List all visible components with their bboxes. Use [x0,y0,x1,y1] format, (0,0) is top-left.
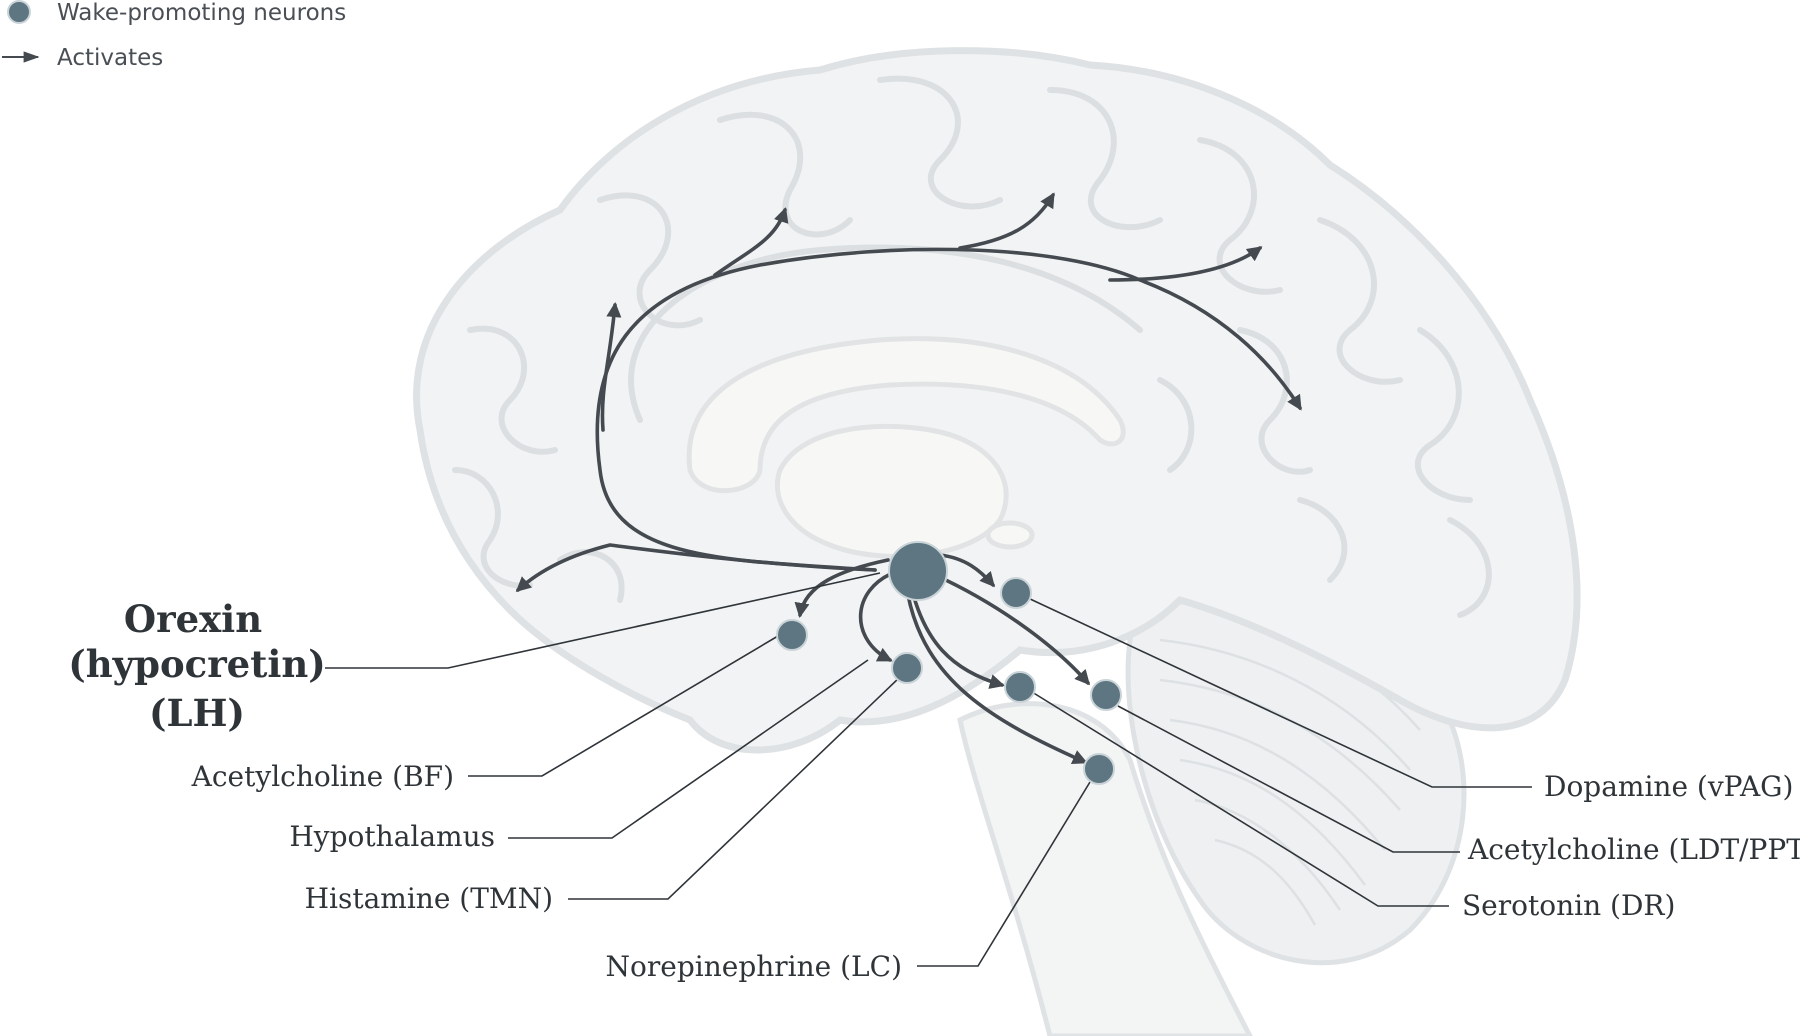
arrow-to-bf [794,558,890,618]
node-histamine-tmn [891,652,923,684]
node-dopamine-vpag [1000,577,1032,609]
label-acetylcholine-bf: Acetylcholine (BF) [191,760,454,793]
title-line-3: (LH) [149,691,245,735]
arrow-parietal-back [1108,246,1263,282]
label-hypothalamus: Hypothalamus [289,820,495,853]
leader-orexin [325,572,881,669]
arrow-frontal-top [713,207,789,277]
label-norepinephrine-lc: Norepinephrine (LC) [606,950,902,983]
arrow-frontal-low [515,543,877,593]
leader-histamine [568,676,901,900]
brainstem [957,701,1253,1036]
legend-neuron-icon [7,0,31,24]
leader-acetylcholine-bf [468,635,779,777]
brain-illustration [413,47,1581,1036]
label-dopamine-vpag: Dopamine (vPAG) [1544,770,1793,803]
leader-lines [325,572,1532,967]
leader-dopamine [1027,597,1532,788]
label-acetylcholine-ldt-ppt: Acetylcholine (LDT/PPT) [1467,833,1800,866]
legend-arrow-label: Activates [57,45,163,71]
thalamus [774,423,1009,559]
label-serotonin-dr: Serotonin (DR) [1462,889,1675,922]
arrow-frontal-high [600,301,622,432]
leader-norepinephrine [917,781,1091,967]
neuron-nodes [776,541,1122,785]
corpus-callosum [686,336,1126,494]
title-line-1: Orexin [124,597,262,641]
arrow-to-vpag [938,553,995,588]
arrow-parietal-top [958,192,1055,250]
arrow-to-hypothalamus [858,570,897,662]
arrow-to-lc [906,593,1088,765]
brain-gyri [452,75,1492,618]
legend: Wake-promoting neurons Activates [2,0,346,71]
arrow-to-ldt-ppt [933,573,1091,686]
nucleus-labels: Acetylcholine (BF) Hypothalamus Histamin… [191,760,1800,983]
arrow-to-dr [910,588,1005,689]
activation-arrows [515,192,1302,765]
node-acetylcholine-bf [776,619,808,651]
leader-acetylcholine-ldt [1117,705,1460,853]
node-serotonin-dr [1004,671,1036,703]
leader-hypothalamus [508,659,869,839]
arrow-cortex-back [595,247,1302,572]
orexin-title: Orexin (hypocretin) (LH) [68,597,326,735]
cerebrum [413,47,1581,754]
legend-neuron-label: Wake-promoting neurons [57,0,346,26]
label-histamine-tmn: Histamine (TMN) [305,882,553,915]
pineal-area [985,520,1035,550]
leader-serotonin [1031,691,1449,907]
title-line-2: (hypocretin) [68,642,326,686]
node-acetylcholine-ldt-ppt [1090,679,1122,711]
node-norepinephrine-lc [1083,753,1115,785]
node-orexin-lh [888,541,948,601]
